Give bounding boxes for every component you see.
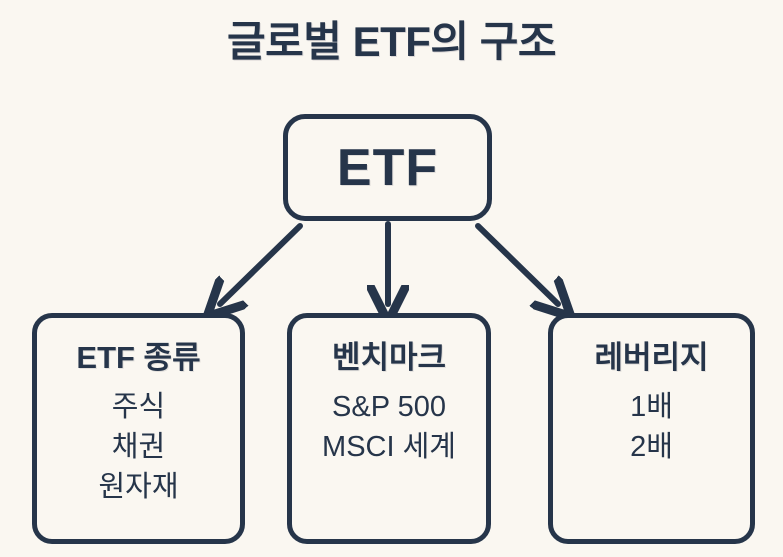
list-item: 원자재 [98,471,179,504]
list-item: 채권 [111,430,166,463]
node-benchmark-header: 벤치마크 [331,340,447,375]
node-etf-types[interactable]: ETF 종류 주식 채권 원자재 [32,313,245,544]
list-item: 2배 [630,430,673,463]
arrow-root-to-leverage [475,223,558,304]
node-etf-types-items: 주식 채권 원자재 [98,388,178,507]
node-etf-root-label: ETF [336,138,439,197]
list-item: 1배 [630,390,673,423]
node-etf-types-header: ETF 종류 [76,340,201,375]
page-title: 글로벌 ETF의 구조 [226,18,557,65]
node-leverage[interactable]: 레버리지 1배 2배 [548,313,755,544]
list-item: MSCI 세계 [322,430,456,463]
arrow-root-to-etf-types [220,223,303,304]
node-leverage-items: 1배 2배 [630,388,673,467]
list-item: S&P 500 [332,390,446,423]
node-benchmark[interactable]: 벤치마크 S&P 500 MSCI 세계 [287,313,491,544]
list-item: 주식 [111,390,166,423]
node-benchmark-items: S&P 500 MSCI 세계 [322,388,456,467]
node-leverage-header: 레버리지 [594,340,709,375]
node-etf-root[interactable]: ETF [283,114,492,221]
